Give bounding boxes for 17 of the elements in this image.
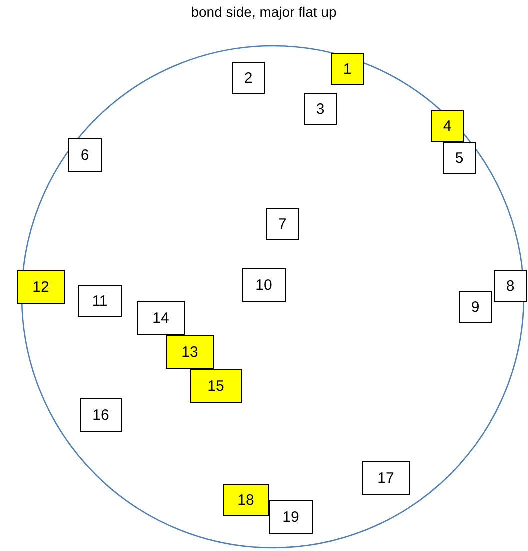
wafer-outline (21, 45, 525, 549)
die-label: 7 (266, 208, 299, 240)
die-label: 18 (223, 484, 269, 516)
die-label: 19 (269, 500, 313, 534)
title: bond side, major flat up (191, 4, 337, 20)
die-label: 15 (190, 369, 242, 403)
die-label: 13 (166, 335, 214, 369)
die-label: 8 (494, 270, 527, 302)
die-label: 9 (459, 291, 492, 323)
die-label: 17 (362, 461, 410, 495)
die-label: 16 (80, 398, 122, 432)
die-label: 11 (78, 285, 122, 317)
die-label: 12 (17, 270, 65, 304)
die-label: 3 (304, 93, 337, 125)
die-label: 14 (137, 301, 185, 335)
die-label: 10 (242, 268, 286, 302)
die-label: 2 (232, 62, 265, 94)
